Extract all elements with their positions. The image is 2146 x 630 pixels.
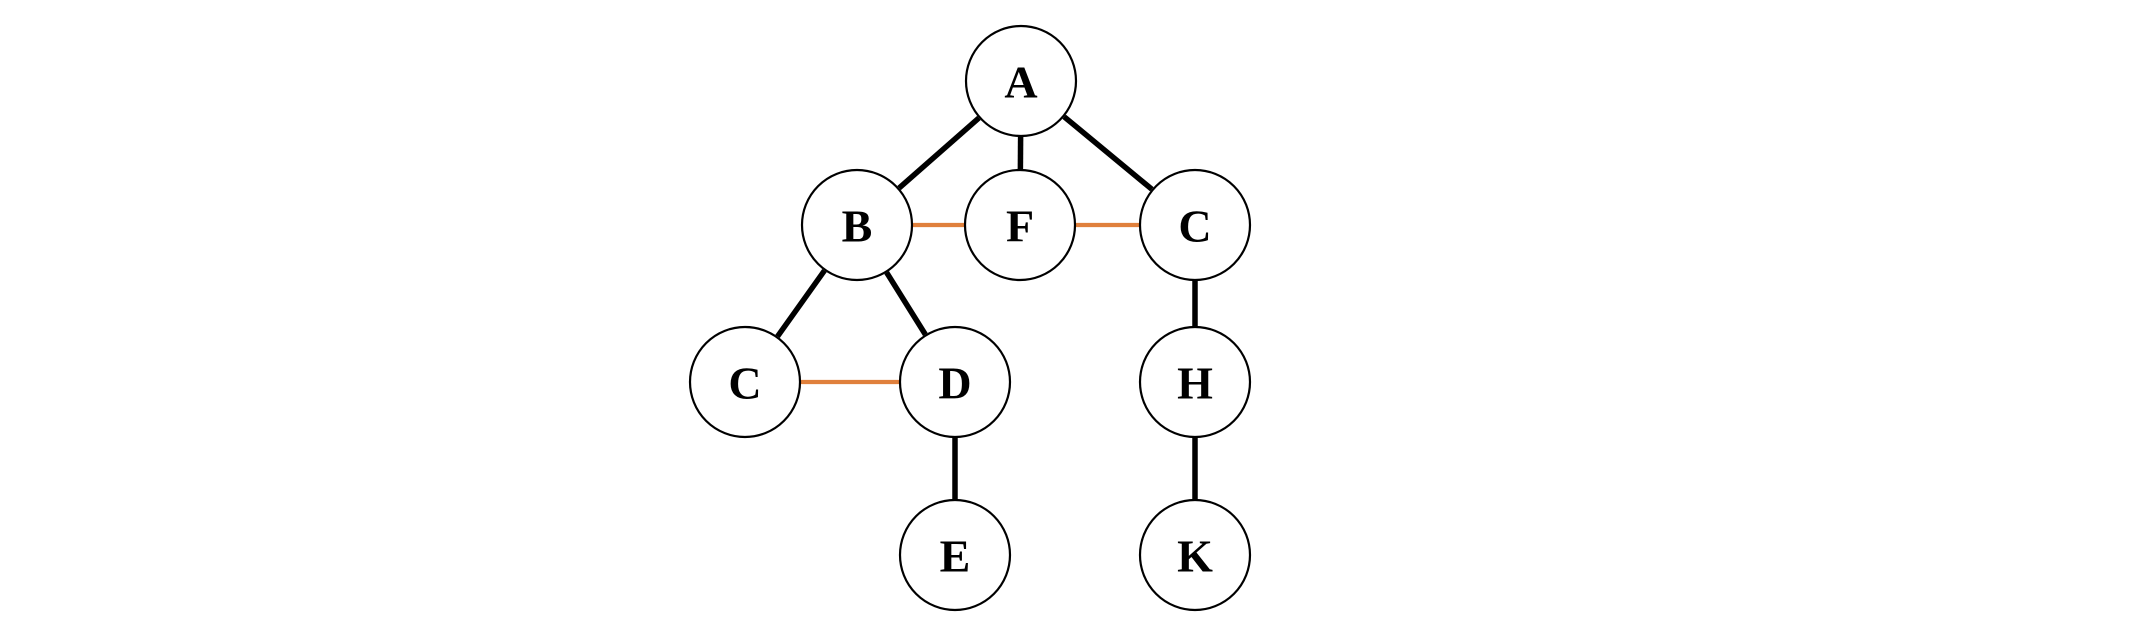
node-circle-h[interactable] [1138, 325, 1252, 439]
graph-node-b[interactable]: B [800, 168, 914, 282]
node-circle-e[interactable] [898, 498, 1012, 612]
graph-node-a[interactable]: A [964, 24, 1078, 138]
edge-B-D [884, 271, 928, 336]
node-circle-f[interactable] [963, 168, 1077, 282]
node-circle-k[interactable] [1138, 498, 1252, 612]
edge-A-B [897, 115, 981, 191]
edge-A-C1 [1062, 114, 1154, 192]
graph-node-d[interactable]: D [898, 325, 1012, 439]
edge-layer [775, 114, 1198, 499]
node-circle-b[interactable] [800, 168, 914, 282]
graph-node-f[interactable]: F [963, 168, 1077, 282]
node-circle-a[interactable] [964, 24, 1078, 138]
graph-node-c1[interactable]: C [1138, 168, 1252, 282]
node-circle-c2[interactable] [688, 325, 802, 439]
graph-node-h[interactable]: H [1138, 325, 1252, 439]
graph-node-e[interactable]: E [898, 498, 1012, 612]
node-circle-c1[interactable] [1138, 168, 1252, 282]
graph-node-c2[interactable]: C [688, 325, 802, 439]
edge-B-C2 [775, 268, 827, 339]
node-circle-d[interactable] [898, 325, 1012, 439]
graph-node-k[interactable]: K [1138, 498, 1252, 612]
